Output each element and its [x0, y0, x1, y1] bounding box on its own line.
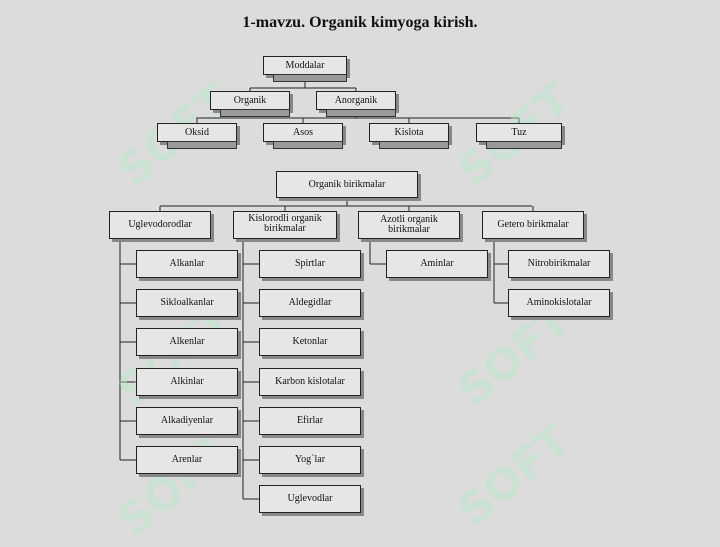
group-node: Azotli organik birikmalar	[358, 211, 460, 239]
node-anorganik-shade	[325, 109, 396, 117]
node-kislota-shade	[378, 141, 449, 149]
node-organik-birikmalar: Organik birikmalar	[276, 171, 418, 198]
child-node: Uglevodlar	[259, 485, 361, 513]
node-moddalar: Moddalar	[263, 56, 347, 75]
page-title: 1-mavzu. Organik kimyoga kirish.	[242, 14, 478, 31]
group-node: Getero birikmalar	[482, 211, 584, 239]
node-organik-shade	[219, 109, 290, 117]
child-node: Ketonlar	[259, 328, 361, 356]
child-node: Sikloalkanlar	[136, 289, 238, 317]
child-node: Aldegidlar	[259, 289, 361, 317]
child-node: Aminlar	[386, 250, 488, 278]
child-node: Alkadiyenlar	[136, 407, 238, 435]
child-node: Yog`lar	[259, 446, 361, 474]
child-node: Alkinlar	[136, 368, 238, 396]
group-node: Uglevodorodlar	[109, 211, 211, 239]
child-node: Karbon kislotalar	[259, 368, 361, 396]
child-node: Efirlar	[259, 407, 361, 435]
child-node: Arenlar	[136, 446, 238, 474]
node-asos: Asos	[263, 123, 343, 142]
node-moddalar-shade	[273, 74, 347, 82]
node-organik: Organik	[210, 91, 290, 110]
node-oksid: Oksid	[157, 123, 237, 142]
node-kislota: Kislota	[369, 123, 449, 142]
group-node: Kislorodli organik birikmalar	[233, 211, 337, 239]
child-node: Alkanlar	[136, 250, 238, 278]
child-node: Aminokislotalar	[508, 289, 610, 317]
node-oksid-shade	[166, 141, 237, 149]
child-node: Alkenlar	[136, 328, 238, 356]
node-tuz-shade	[486, 141, 562, 149]
node-anorganik: Anorganik	[316, 91, 396, 110]
child-node: Nitrobirikmalar	[508, 250, 610, 278]
node-tuz: Tuz	[476, 123, 562, 142]
child-node: Spirtlar	[259, 250, 361, 278]
node-asos-shade	[272, 141, 343, 149]
